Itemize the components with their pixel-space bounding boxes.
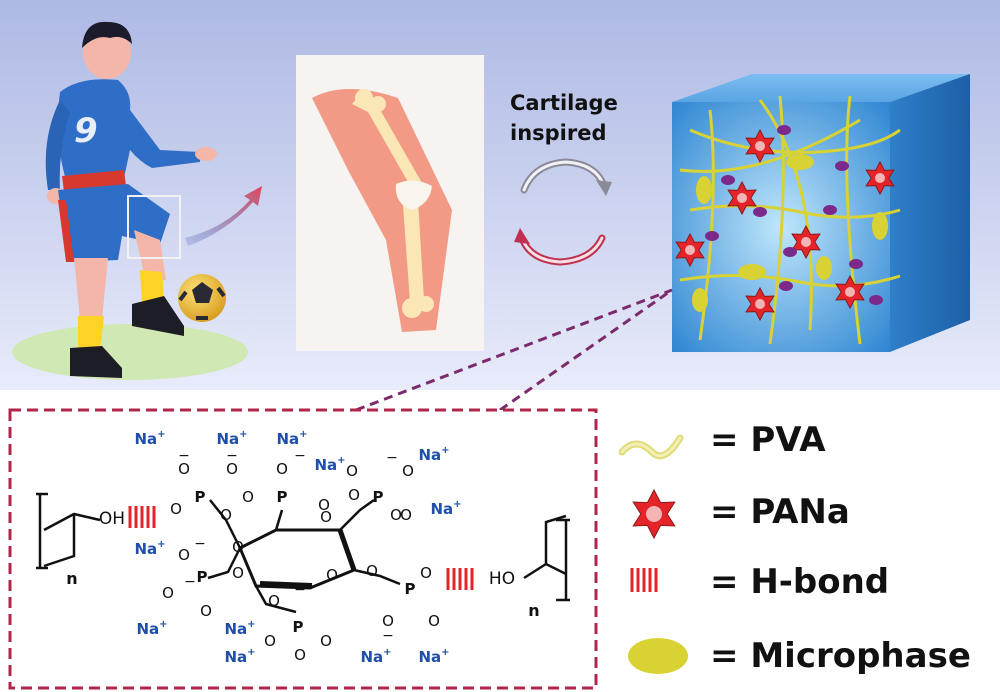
legend-symbols bbox=[618, 434, 688, 674]
oxygen-label: O bbox=[232, 538, 244, 556]
h-bond-bead bbox=[823, 205, 837, 215]
hydroxyl-label-left: OH bbox=[99, 509, 125, 529]
pana-star-icon-core bbox=[646, 506, 662, 522]
microphase-domain bbox=[786, 154, 814, 170]
negative-charge-label: − bbox=[184, 574, 196, 590]
phosphorus-label: P bbox=[277, 488, 288, 506]
legend-label-pana: = PANa bbox=[710, 492, 850, 532]
oxygen-label: O bbox=[346, 462, 358, 480]
oxygen-label: O bbox=[162, 584, 174, 602]
football-player-illustration: 9 bbox=[12, 21, 262, 380]
negative-charge-label: − bbox=[294, 448, 306, 464]
negative-charge-label: − bbox=[382, 628, 394, 644]
legend-label-pva: = PVA bbox=[710, 420, 826, 460]
oxygen-label: O bbox=[390, 506, 402, 524]
phosphorus-label: P bbox=[373, 488, 384, 506]
repeat-index-left: n bbox=[66, 569, 77, 588]
phosphorus-label: P bbox=[197, 568, 208, 586]
oxygen-label: O bbox=[318, 496, 330, 514]
caption-line-2: inspired bbox=[510, 121, 607, 145]
h-bond-bead bbox=[869, 295, 883, 305]
microphase-domain bbox=[696, 176, 712, 204]
pana-star-core bbox=[845, 287, 855, 297]
h-bond-bead bbox=[835, 161, 849, 171]
oxygen-label: O bbox=[178, 460, 190, 478]
oxygen-label: O bbox=[382, 612, 394, 630]
oxygen-label: O bbox=[320, 632, 332, 650]
oxygen-label: O bbox=[276, 460, 288, 478]
negative-charge-label: − bbox=[194, 536, 206, 552]
oxygen-label: O bbox=[232, 564, 244, 582]
legend-label-h-bond: = H-bond bbox=[710, 562, 890, 602]
h-bond-icon bbox=[630, 568, 658, 592]
pana-star-core bbox=[755, 141, 765, 151]
legend-label-microphase: = Microphase bbox=[710, 636, 971, 676]
microphase-domain bbox=[816, 256, 832, 280]
phosphorus-label: P bbox=[293, 618, 304, 636]
pana-star-core bbox=[875, 173, 885, 183]
pva-line-icon-inner bbox=[620, 436, 682, 458]
knee-highlight-box bbox=[127, 195, 181, 259]
negative-charge-label: − bbox=[226, 448, 238, 464]
h-bond-bead bbox=[721, 175, 735, 185]
oxygen-label: O bbox=[348, 486, 360, 504]
oxygen-label: O bbox=[178, 546, 190, 564]
microphase-domain bbox=[738, 264, 766, 280]
h-bond-bead bbox=[779, 281, 793, 291]
oxygen-label: O bbox=[294, 646, 306, 664]
oxygen-label: O bbox=[268, 592, 280, 610]
h-bond-bead bbox=[753, 207, 767, 217]
phosphorus-label: P bbox=[405, 580, 416, 598]
jersey-number: 9 bbox=[74, 111, 98, 151]
h-bond-bead bbox=[783, 247, 797, 257]
caption-line-1: Cartilage bbox=[510, 91, 618, 115]
oxygen-label: O bbox=[220, 506, 232, 524]
microphase-domain bbox=[692, 288, 708, 312]
pana-star-core bbox=[801, 237, 811, 247]
negative-charge-label: − bbox=[294, 582, 306, 598]
h-bond-right bbox=[446, 568, 474, 590]
oxygen-label: O bbox=[366, 562, 378, 580]
oxygen-label: O bbox=[200, 602, 212, 620]
oxygen-label: O bbox=[226, 460, 238, 478]
oxygen-label: O bbox=[400, 506, 412, 524]
zoom-connector-left bbox=[355, 288, 673, 412]
zoom-connector-right bbox=[499, 288, 673, 412]
oxygen-label: O bbox=[170, 500, 182, 518]
microphase-ellipse-icon bbox=[628, 638, 688, 674]
oxygen-label: O bbox=[428, 612, 440, 630]
zoom-arrow bbox=[185, 186, 262, 246]
negative-charge-label: − bbox=[386, 450, 398, 466]
h-bond-bead bbox=[849, 259, 863, 269]
oxygen-label: O bbox=[326, 566, 338, 584]
grass-patch bbox=[12, 324, 248, 380]
phosphorus-label: P bbox=[195, 488, 206, 506]
hydrogel-network-cube bbox=[672, 74, 970, 352]
negative-charge-label: − bbox=[178, 448, 190, 464]
oxygen-label: O bbox=[264, 632, 276, 650]
pana-star-core bbox=[755, 299, 765, 309]
oxygen-label: O bbox=[420, 564, 432, 582]
microphase-domain bbox=[872, 212, 888, 240]
pana-star-core bbox=[737, 193, 747, 203]
oxygen-label: O bbox=[402, 462, 414, 480]
chemistry-zoom-box bbox=[8, 408, 598, 690]
caption-block: Cartilage inspired bbox=[510, 88, 618, 148]
cycle-arrows bbox=[514, 158, 612, 266]
pana-star-core bbox=[685, 245, 695, 255]
oxygen-label: O bbox=[242, 488, 254, 506]
h-bond-bead bbox=[777, 125, 791, 135]
repeat-index-right: n bbox=[528, 601, 539, 620]
hydroxyl-label-right: HO bbox=[489, 569, 515, 589]
phytate-structure bbox=[36, 492, 570, 614]
h-bond-left bbox=[128, 506, 156, 528]
h-bond-bead bbox=[705, 231, 719, 241]
knee-joint-panel bbox=[296, 55, 484, 351]
oxygen-label: O bbox=[320, 508, 332, 526]
